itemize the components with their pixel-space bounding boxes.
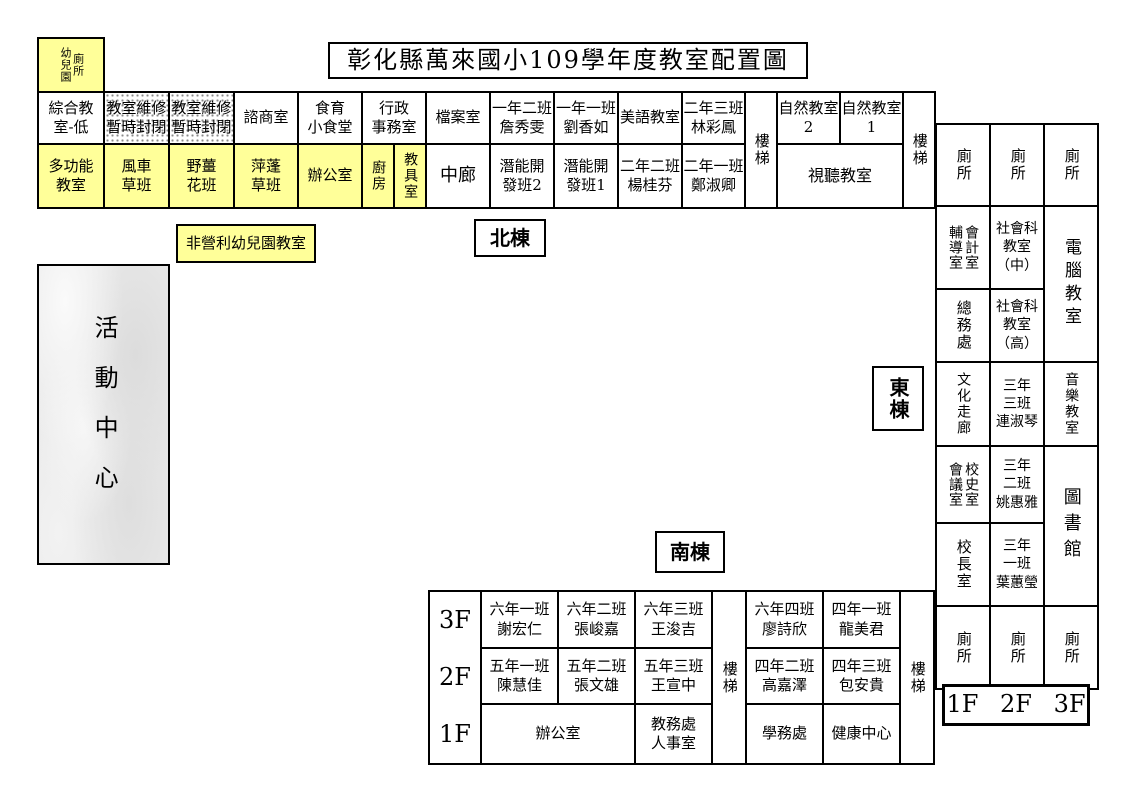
kindergarten-toilet-box: 幼兒園 廁所 (37, 37, 105, 93)
south-classroom-4-1: 四年一班 龍美君 (822, 590, 901, 649)
north-room-english: 美語教室 (617, 91, 683, 145)
east-toilet-top-3: 廁所 (1043, 123, 1099, 207)
activity-center: 活動中心 (37, 264, 170, 565)
east-toilet-bottom-2: 廁所 (989, 605, 1045, 690)
south-classroom-6-3: 六年三班 王浚吉 (634, 590, 713, 649)
north-room-closed-1: 教室維修 暫時封閉 (103, 91, 170, 145)
east-toilet-top-1: 廁所 (935, 123, 991, 207)
north-stair-left: 樓梯 (744, 91, 778, 209)
south-floor-2f: 2F (439, 662, 471, 691)
east-room-music: 音樂教室 (1043, 361, 1099, 447)
east-classroom-3-2: 三年 二班 姚惠雅 (989, 445, 1045, 524)
north-classroom-1-2: 一年二班 詹秀雯 (489, 91, 555, 145)
east-classroom-3-3: 三年 三班 連淑琴 (989, 361, 1045, 447)
north-class-ginger-lily: 野薑 花班 (168, 143, 235, 209)
north-class-windmill-grass: 風車 草班 (103, 143, 170, 209)
east-principal-office: 校長室 (935, 522, 991, 607)
north-room-archives: 檔案室 (425, 91, 491, 145)
north-room-potential-1: 潛能開 發班1 (553, 143, 619, 209)
south-room-office: 辦公室 (480, 703, 636, 765)
south-classroom-4-2: 四年二班 高嘉澤 (745, 647, 824, 705)
north-central-corridor: 中廊 (425, 143, 491, 209)
south-room-academic-personnel: 教務處 人事室 (634, 703, 713, 765)
east-classroom-3-1: 三年 一班 葉蕙瑩 (989, 522, 1045, 607)
south-room-student-affairs: 學務處 (745, 703, 824, 765)
south-room-health-center: 健康中心 (822, 703, 901, 765)
south-floor-1f: 1F (439, 719, 471, 748)
north-classroom-2-2: 二年二班 楊桂芬 (617, 143, 683, 209)
north-room-general-low: 綜合教 室-低 (37, 91, 105, 145)
north-room-nature-2: 自然教室 2 (776, 91, 841, 145)
nonprofit-kindergarten-box: 非營利幼兒園教室 (176, 224, 316, 263)
north-room-multifunction: 多功能 教室 (37, 143, 105, 209)
south-classroom-6-2: 六年二班 張峻嘉 (557, 590, 636, 649)
east-room-social-studies-high: 社會科 教室 （高） (989, 288, 1045, 363)
north-classroom-2-3: 二年三班 林彩鳳 (681, 91, 746, 145)
north-room-audiovisual: 視聽教室 (776, 143, 904, 209)
east-room-computer: 電腦教室 (1043, 205, 1099, 363)
south-classroom-6-1: 六年一班 謝宏仁 (480, 590, 559, 649)
east-culture-corridor: 文化走廊 (935, 361, 991, 447)
north-class-water-lily: 萍蓬 草班 (233, 143, 299, 209)
north-room-potential-2: 潛能開 發班2 (489, 143, 555, 209)
south-classroom-6-4: 六年四班 廖詩欣 (745, 590, 824, 649)
north-room-admin-affairs: 行政 事務室 (361, 91, 427, 145)
floors-legend: 1F 2F 3F (942, 684, 1090, 726)
page-title: 彰化縣萬來國小109學年度教室配置圖 (328, 42, 808, 79)
east-toilet-top-2: 廁所 (989, 123, 1045, 207)
east-toilet-bottom-1: 廁所 (935, 605, 991, 690)
south-classroom-5-3: 五年三班 王宣中 (634, 647, 713, 705)
north-classroom-1-1: 一年一班 劉香如 (553, 91, 619, 145)
north-room-nature-1: 自然教室 1 (839, 91, 904, 145)
east-room-social-studies-mid: 社會科 教室 （中） (989, 205, 1045, 290)
north-room-office: 辦公室 (297, 143, 363, 209)
north-classroom-2-1: 二年一班 鄭淑卿 (681, 143, 746, 209)
south-classroom-5-2: 五年二班 張文雄 (557, 647, 636, 705)
east-room-counseling-accounting: 輔導室 會計室 (935, 205, 991, 290)
south-classroom-5-1: 五年一班 陳慧佳 (480, 647, 559, 705)
east-room-general-affairs: 總務處 (935, 288, 991, 363)
north-room-closed-2: 教室維修 暫時封閉 (168, 91, 235, 145)
south-floor-labels: 3F 2F 1F (428, 590, 482, 765)
east-room-meeting-history: 會議室 校史室 (935, 445, 991, 524)
north-stair-right: 樓梯 (902, 91, 936, 209)
east-wing-label: 東棟 (872, 366, 924, 431)
north-room-counseling: 諮商室 (233, 91, 299, 145)
north-room-kitchen: 廚房 (361, 143, 395, 209)
east-toilet-bottom-3: 廁所 (1043, 605, 1099, 690)
south-classroom-4-3: 四年三班 包安貴 (822, 647, 901, 705)
east-library: 圖書館 (1043, 445, 1099, 607)
north-room-teaching-aids: 教具室 (393, 143, 427, 209)
south-stair-right: 樓梯 (899, 590, 935, 765)
north-wing-label: 北棟 (474, 219, 546, 257)
south-wing-label: 南棟 (655, 531, 725, 573)
north-room-food-education: 食育 小食堂 (297, 91, 363, 145)
south-stair-left: 樓梯 (711, 590, 747, 765)
south-floor-3f: 3F (439, 605, 471, 634)
